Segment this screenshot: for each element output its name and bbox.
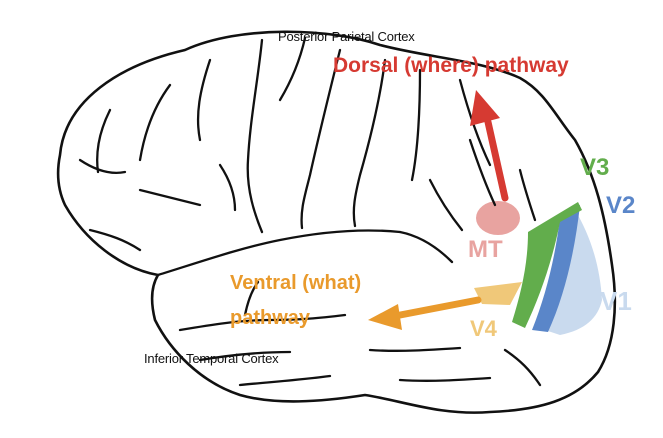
label-v4: V4 xyxy=(470,318,497,340)
v4-area xyxy=(474,282,522,305)
label-inferior-temporal-cortex: Inferior Temporal Cortex xyxy=(144,352,278,365)
label-ventral-pathway-line1: Ventral (what) xyxy=(230,273,361,293)
label-posterior-parietal-cortex: Posterior Parietal Cortex xyxy=(278,30,415,43)
label-ventral-pathway-line2: pathway xyxy=(230,308,310,328)
dorsal-arrow xyxy=(470,90,505,198)
label-mt: MT xyxy=(468,238,503,262)
label-v3: V3 xyxy=(580,156,609,180)
brain-outline xyxy=(58,32,615,413)
label-v1: V1 xyxy=(600,288,632,314)
label-dorsal-pathway: Dorsal (where) pathway xyxy=(333,55,569,76)
label-v2: V2 xyxy=(606,194,635,218)
ventral-arrow xyxy=(368,300,478,330)
mt-area xyxy=(476,201,520,235)
